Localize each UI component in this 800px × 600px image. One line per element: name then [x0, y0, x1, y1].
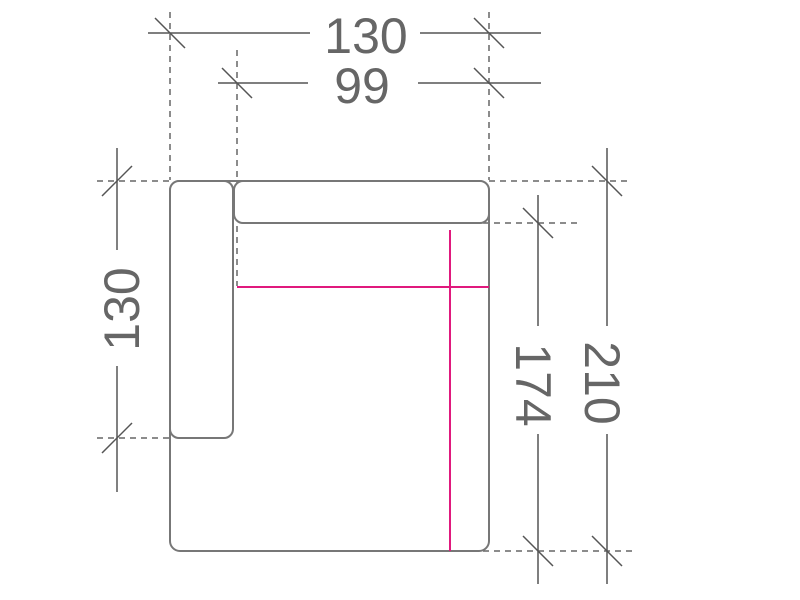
dimension-top-outer: 130: [148, 8, 541, 64]
dimension-left-label: 130: [94, 267, 150, 350]
extension-lines: [97, 12, 632, 552]
dimension-right-outer-label: 210: [574, 341, 630, 424]
dimension-top-outer-label: 130: [324, 8, 407, 64]
dimension-top-inner-label: 99: [334, 58, 390, 114]
dimension-right-inner-label: 174: [505, 343, 561, 426]
armrest-left: [169, 180, 234, 439]
dimension-right-outer: 210: [574, 148, 630, 584]
backrest: [233, 180, 490, 224]
dimension-top-inner: 99: [218, 58, 541, 114]
dimension-left: 130: [94, 148, 150, 492]
seat-accent-lines: [237, 230, 489, 551]
sofa-outline: [169, 180, 490, 552]
dimension-right-inner: 174: [505, 195, 561, 584]
